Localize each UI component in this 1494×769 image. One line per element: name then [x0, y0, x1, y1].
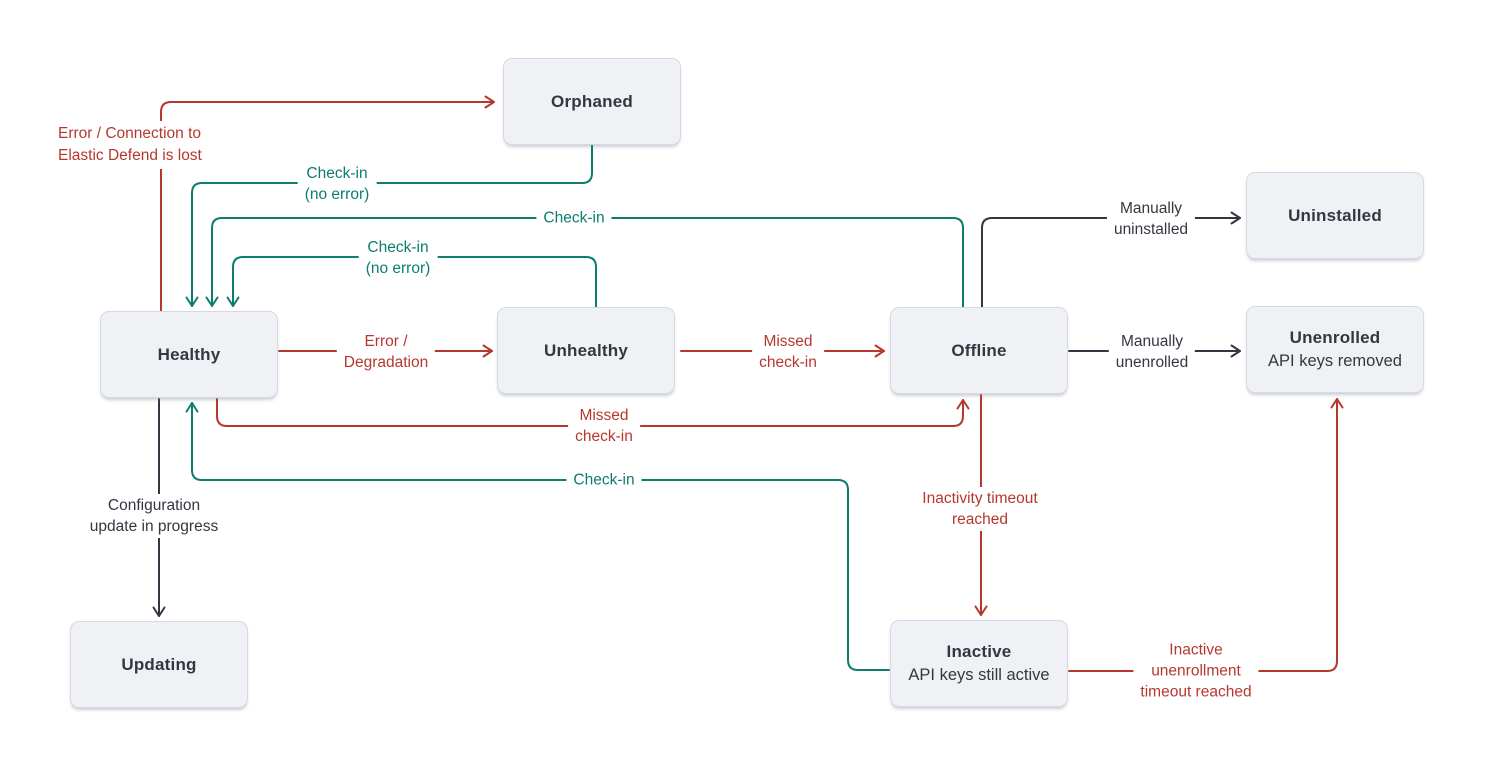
- edge-offline-to-uninstalled: [981, 211, 1241, 308]
- edge-label-line: Missed: [579, 407, 629, 424]
- edge-label-inactive-to-healthy: Check-in: [566, 468, 642, 492]
- edge-offline-to-healthy: [205, 217, 964, 308]
- edge-healthy-to-orphaned: [160, 95, 495, 312]
- edge-label-line: reached: [951, 511, 1008, 528]
- state-node-offline: Offline: [890, 307, 1068, 394]
- state-node-healthy: Healthy: [100, 311, 278, 398]
- edge-label-offline-to-healthy: Check-in: [536, 206, 612, 230]
- edge-label-line: Inactive: [1169, 641, 1223, 659]
- edge-label-line: Degradation: [343, 354, 429, 371]
- edge-label-healthy-to-orphaned: Error / Connection to Elastic Defend is …: [58, 121, 208, 169]
- state-node-title: Inactive: [946, 642, 1012, 661]
- edge-label-line: update in progress: [89, 518, 219, 535]
- state-node-inactive: Inactive API keys still active: [890, 620, 1068, 707]
- edge-label-unhealthy-to-healthy: Check-in (no error): [358, 236, 438, 280]
- edge-inactive-to-unenrolled: [1068, 398, 1344, 672]
- edge-label-line: unenrolled: [1115, 354, 1189, 371]
- state-node-title: Unenrolled: [1289, 328, 1381, 347]
- edge-label-line: Check-in: [543, 209, 605, 227]
- edge-label-line: (no error): [304, 186, 370, 203]
- state-node-title: Healthy: [157, 344, 221, 364]
- edge-label-unhealthy-to-offline: Missed check-in: [752, 330, 824, 374]
- edge-label-line: Error /: [364, 333, 408, 350]
- state-node-title: Orphaned: [551, 91, 633, 111]
- state-node-title: Uninstalled: [1288, 205, 1382, 225]
- state-node-unenrolled: Unenrolled API keys removed: [1246, 306, 1424, 393]
- edge-label-orphaned-to-healthy: Check-in (no error): [297, 162, 377, 206]
- edge-label-line: (no error): [365, 260, 431, 277]
- state-node-unhealthy: Unhealthy: [497, 307, 675, 394]
- edge-label-healthy-to-offline: Missed check-in: [568, 404, 640, 448]
- edge-label-line: timeout reached: [1140, 683, 1252, 701]
- state-node-updating: Updating: [70, 621, 248, 708]
- edge-label-line: Manually: [1120, 333, 1184, 350]
- state-node-uninstalled: Uninstalled: [1246, 172, 1424, 259]
- edge-label-line: unenrollment: [1151, 662, 1241, 680]
- edge-label-offline-to-uninstalled: Manually uninstalled: [1106, 197, 1196, 241]
- edge-label-line: check-in: [759, 354, 817, 371]
- edge-label-line: uninstalled: [1113, 221, 1189, 238]
- edge-orphaned-to-healthy: [185, 144, 593, 307]
- edge-label-line: check-in: [575, 428, 633, 445]
- state-node-subtitle: API keys removed: [1268, 352, 1402, 370]
- state-node-title: Offline: [951, 340, 1007, 360]
- edge-label-line: Check-in: [367, 239, 429, 256]
- edge-label-line: Configuration: [107, 497, 201, 514]
- edge-label-line: Elastic Defend is lost: [58, 147, 202, 164]
- edge-label-offline-to-unenrolled: Manually unenrolled: [1108, 330, 1196, 374]
- state-node-orphaned: Orphaned: [503, 58, 681, 145]
- edge-label-line: Missed: [763, 333, 813, 350]
- edge-label-healthy-to-unhealthy: Error / Degradation: [336, 330, 436, 374]
- edge-label-line: Check-in: [306, 165, 368, 182]
- edge-label-line: Manually: [1119, 200, 1183, 217]
- state-node-subtitle: API keys still active: [908, 666, 1050, 684]
- edge-label-healthy-to-updating: Configuration update in progress: [82, 494, 226, 538]
- state-node-title: Unhealthy: [544, 340, 628, 360]
- edge-inactive-to-healthy: [185, 402, 890, 671]
- edge-label-offline-to-inactive: Inactivity timeout reached: [915, 487, 1045, 531]
- edge-label-line: Check-in: [573, 471, 635, 489]
- edge-label-line: Inactivity timeout: [922, 490, 1038, 507]
- state-node-title: Updating: [121, 654, 197, 674]
- edge-label-line: Error / Connection to: [58, 125, 202, 142]
- edge-label-inactive-to-unenrolled: Inactive unenrollment timeout reached: [1133, 638, 1259, 704]
